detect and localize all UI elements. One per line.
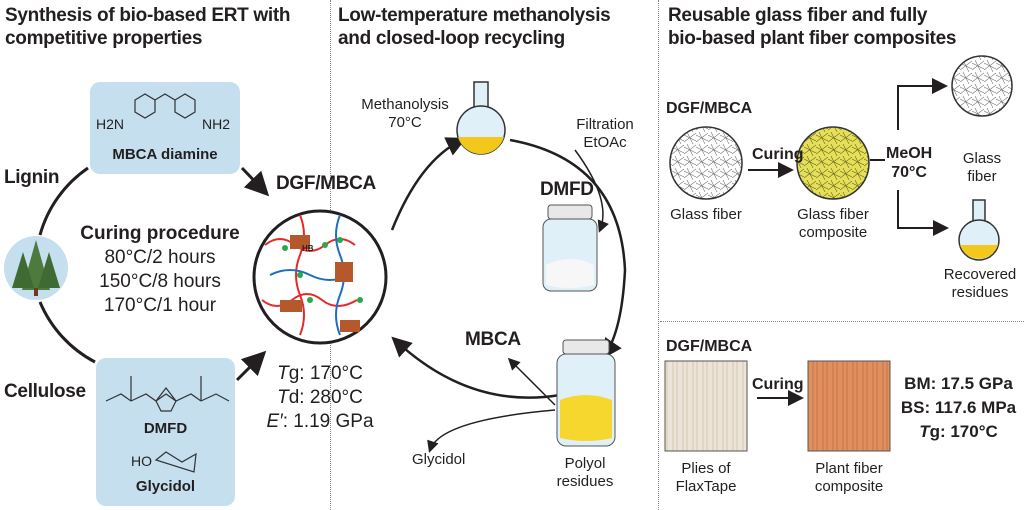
bending-modulus: BM: 17.5 GPa [904,374,1013,393]
glycidol-label: Glycidol [135,478,196,495]
title-line: Low-temperature methanolysis [338,5,611,26]
recovered-glass-fiber-icon [951,55,1013,117]
residues-text: Recovered [943,266,1017,283]
divider-right-horizontal [660,321,1024,322]
meoh-temp: 70°C [891,164,927,181]
panel-title-synthesis: Synthesis of bio-based ERT with competit… [5,4,291,50]
flaxtape-label: Plies of FlaxTape [660,460,752,496]
panel-title-composites: Reusable glass fiber and fully bio-based… [668,4,956,50]
plant-header: DGF/MBCA [666,338,753,355]
methanolysis-temp: 70°C [388,114,422,131]
recycling-loop [390,137,627,453]
plant-composite-text: composite [814,478,884,495]
tg-sub: g [288,363,300,384]
dmfd-structure-icon [105,376,230,412]
glass-fiber-icon [669,126,743,200]
tree-icon [4,236,68,300]
td-sub: d [288,387,300,408]
polyol-jar-icon [556,339,616,447]
methanolysis-label: Methanolysis 70°C [355,96,455,132]
tg-symbol: T [277,363,289,384]
glass-composite-label: Glass fiber composite [783,206,883,242]
glass-fiber-label: Glass fiber [670,206,742,223]
curing-title: Curing procedure [80,223,240,244]
td-value: : 280°C [299,387,363,408]
title-line: competitive properties [5,28,203,49]
glass-header: DGF/MBCA [666,100,753,117]
tg-value: : 170°C [939,422,998,441]
h2n-label: H2N [96,116,125,132]
recovered-fiber-label: Glass fiber [952,150,1012,186]
ho-label: HO [131,453,152,469]
dmfd-label: DMFD [143,420,188,437]
recovered-fiber-text: Glass [962,150,1002,167]
composite-text: composite [798,224,868,241]
tg-value: : 170°C [299,363,363,384]
bending-strength: BS: 117.6 MPa [900,398,1017,417]
modulus-value: : 1.19 GPa [282,411,374,432]
glass-curing-label: Curing [752,146,804,163]
residues-text: residues [951,284,1009,301]
flax-text: FlaxTape [675,478,737,495]
mbca-box: H2N NH2 MBCA diamine [90,82,240,174]
divider-right [658,0,659,510]
curing-step: 170°C/1 hour [103,295,217,316]
polymer-network-icon [252,209,388,345]
recovered-fiber-text: fiber [967,168,997,185]
polyol-text: residues [556,473,614,490]
plant-curing-label: Curing [752,376,804,393]
plant-composite-text: Plant fiber [815,460,883,477]
etoac-text: EtOAc [583,134,627,151]
ert-properties: Tg: 170°C Td: 280°C E′: 1.19 GPa [255,362,385,434]
composite-text: Glass fiber [797,206,869,223]
plant-properties: BM: 17.5 GPa BS: 117.6 MPa Tg: 170°C [893,372,1024,444]
lignin-label: Lignin [4,167,60,188]
title-line: Synthesis of bio-based ERT with [5,5,291,26]
tg-symbol: T [919,422,930,441]
recovered-residues-label: Recovered residues [935,266,1024,302]
flaxtape-icon [664,360,748,452]
title-line: Reusable glass fiber and fully [668,5,928,26]
plant-composite-label: Plant fiber composite [799,460,899,496]
mbca-structure-icon [134,93,196,119]
modulus-symbol: E′ [266,411,283,432]
glycidol-recovered-label: Glycidol [412,451,466,468]
cellulose-box: DMFD HO Glycidol [96,358,235,506]
mbca-recovered-label: MBCA [465,329,521,350]
glass-fiber-composite-icon [796,126,870,200]
curing-procedure: Curing procedure 80°C/2 hours 150°C/8 ho… [70,222,250,318]
panel-title-recycling: Low-temperature methanolysis and closed-… [338,4,611,50]
glycidol-structure-icon [154,451,197,473]
plant-tg: Tg: 170°C [893,420,1024,444]
tg-sub: g [929,422,940,441]
flax-text: Plies of [681,460,731,477]
polyol-text: Polyol [564,455,606,472]
cellulose-label: Cellulose [4,381,86,402]
filtration-label: Filtration EtOAc [560,116,650,152]
dmfd-jar-icon [542,204,598,292]
meoh-text: MeOH [886,145,933,162]
curing-step: 80°C/2 hours [104,247,216,268]
curing-step: 150°C/8 hours [99,271,221,292]
title-line: and closed-loop recycling [338,28,565,49]
property-td: Td: 280°C [255,386,385,410]
filtration-text: Filtration [576,116,634,133]
synthesis-loop [38,166,270,382]
plant-fiber-composite-icon [807,360,891,452]
mbca-diamine-label: MBCA diamine [112,146,218,163]
nh2-label: NH2 [202,116,231,132]
property-tg: Tg: 170°C [255,362,385,386]
title-line: bio-based plant fiber composites [668,28,957,49]
flask-icon [456,81,506,155]
methanolysis-text: Methanolysis [361,96,449,113]
network-label: DGF/MBCA [276,173,376,194]
dmfd-recovered-label: DMFD [540,179,594,200]
meoh-label: MeOH 70°C [886,144,932,182]
polyol-label: Polyol residues [545,455,625,491]
property-modulus: E′: 1.19 GPa [255,410,385,434]
recovered-flask-icon [958,199,1000,261]
hb-label: HB [302,244,314,253]
td-symbol: T [277,387,289,408]
